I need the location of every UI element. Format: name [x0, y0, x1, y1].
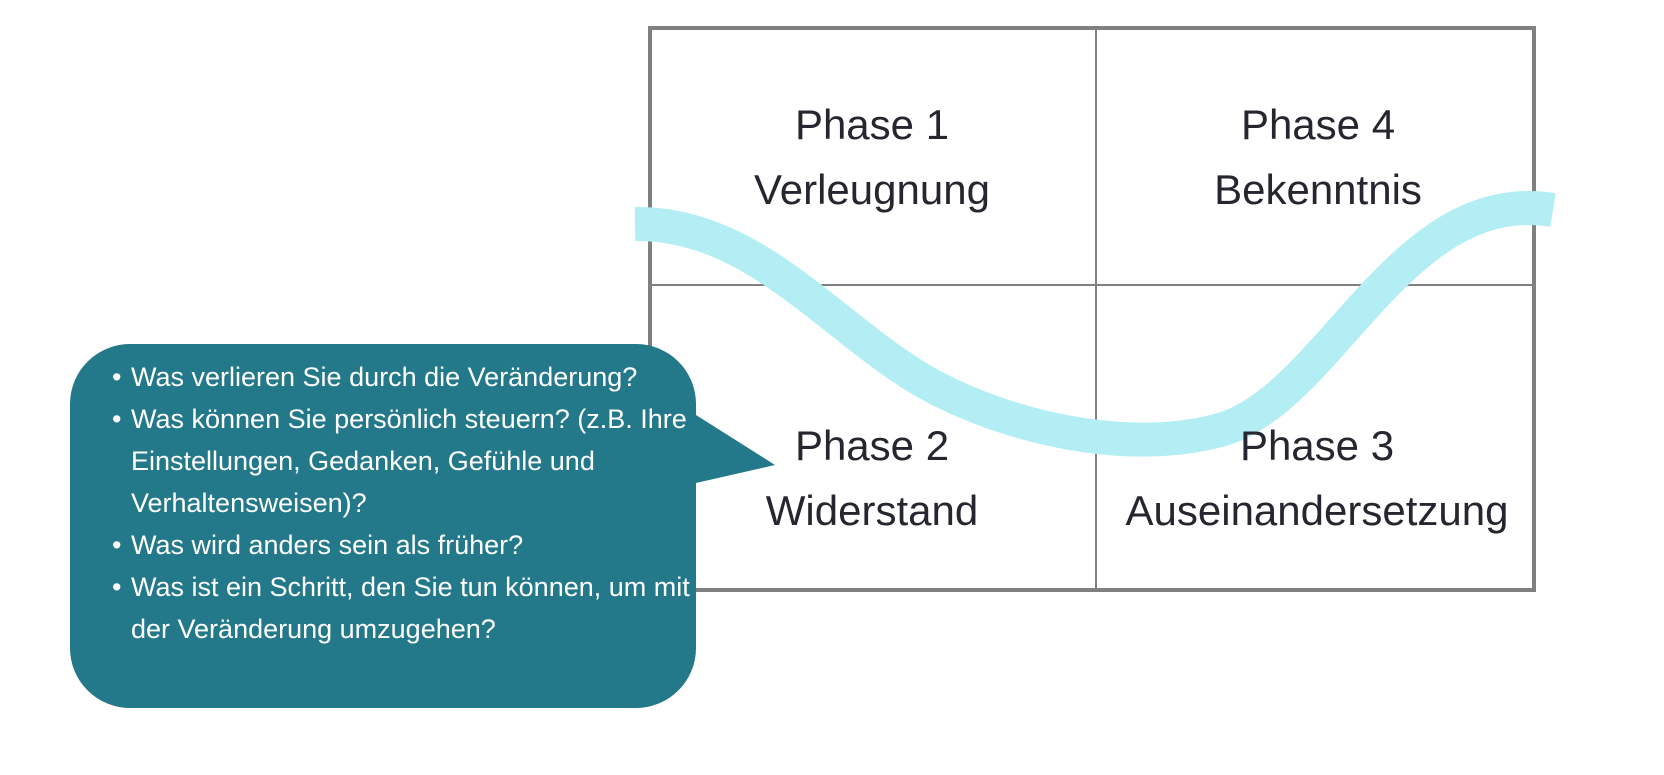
question-item: Was verlieren Sie durch die Veränderung?	[112, 356, 712, 398]
question-list: Was verlieren Sie durch die Veränderung?…	[112, 356, 712, 650]
phase-3-cell: Phase 3 Auseinandersetzung	[1102, 413, 1532, 543]
phase-4-number: Phase 4	[1240, 101, 1396, 148]
phase-2-cell: Phase 2 Widerstand	[741, 413, 1003, 543]
phase-4-name: Bekenntnis	[1214, 166, 1422, 214]
phase-1-name: Verleugnung	[754, 166, 990, 214]
phase-1-number: Phase 1	[794, 101, 950, 148]
grid-vertical-divider	[1095, 30, 1097, 588]
phase-3-number: Phase 3	[1239, 422, 1395, 469]
speech-bubble-questions: Was verlieren Sie durch die Veränderung?…	[112, 356, 712, 650]
grid-horizontal-divider	[652, 284, 1532, 286]
phase-2-number: Phase 2	[794, 422, 950, 469]
question-item: Was können Sie persönlich steuern? (z.B.…	[112, 398, 712, 524]
phase-2-name: Widerstand	[765, 487, 979, 535]
phase-4-cell: Phase 4 Bekenntnis	[1187, 92, 1449, 222]
question-item: Was wird anders sein als früher?	[112, 524, 712, 566]
phase-1-cell: Phase 1 Verleugnung	[741, 92, 1003, 222]
question-item: Was ist ein Schritt, den Sie tun können,…	[112, 566, 712, 650]
phase-3-name: Auseinandersetzung	[1125, 487, 1509, 535]
